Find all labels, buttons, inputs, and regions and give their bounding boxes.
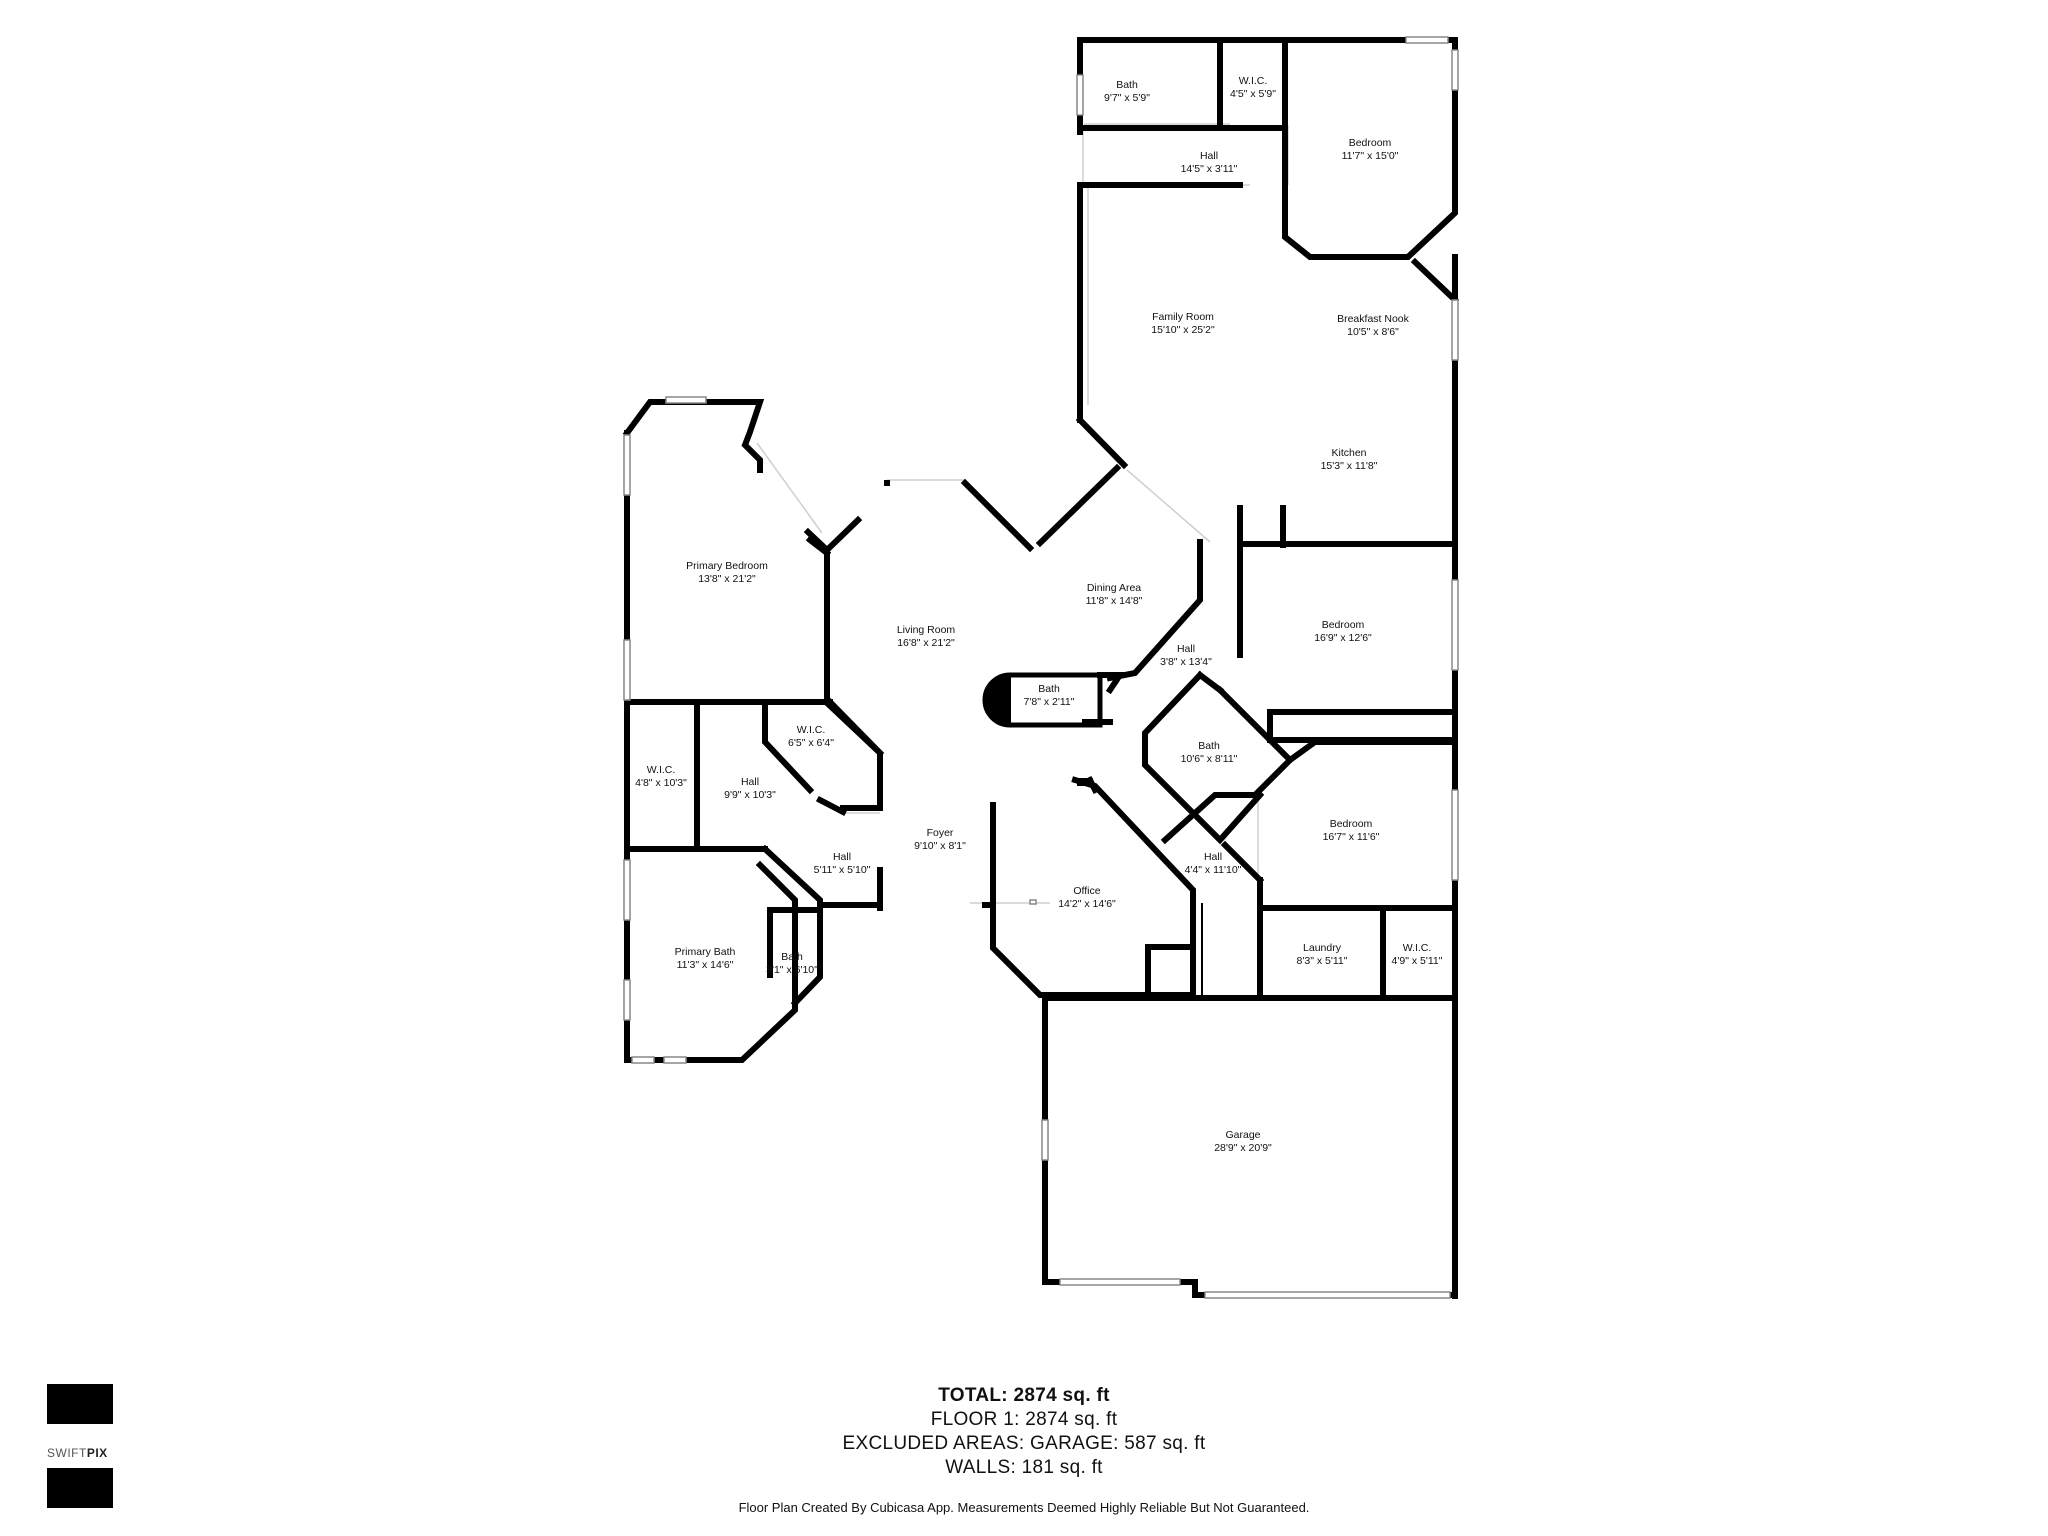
disclaimer-text: Floor Plan Created By Cubicasa App. Meas… xyxy=(738,1500,1310,1515)
logo-brand-bold: PIX xyxy=(86,1446,108,1460)
room-label-bath-small: Bath xyxy=(1038,683,1060,695)
room-dim-family-room: 15'10" x 25'2" xyxy=(1151,324,1215,336)
total-area: TOTAL: 2874 sq. ft xyxy=(938,1385,1110,1406)
room-label-bath-lower: Bath xyxy=(781,951,803,963)
room-label-hall-lower: Hall xyxy=(1204,851,1222,863)
room-label-breakfast-nook: Breakfast Nook xyxy=(1337,313,1410,325)
room-label-laundry: Laundry xyxy=(1303,942,1342,954)
room-label-family-room: Family Room xyxy=(1152,311,1214,323)
walls xyxy=(622,37,1460,1299)
logo-brand-light: SWIFT xyxy=(47,1446,87,1460)
room-label-living-room: Living Room xyxy=(897,624,956,636)
room-dim-primary-bath: 11'3" x 14'6" xyxy=(677,959,734,971)
room-dim-bedroom-upper: 11'7" x 15'0" xyxy=(1342,150,1399,162)
room-dim-hall-left: 9'9" x 10'3" xyxy=(724,789,776,801)
room-dim-bedroom-lower: 16'7" x 11'6" xyxy=(1323,831,1380,843)
room-dim-bath-mid: 10'6" x 8'11" xyxy=(1181,753,1238,765)
room-dim-garage: 28'9" x 20'9" xyxy=(1214,1142,1272,1154)
room-label-hall-foyer: Hall xyxy=(833,851,851,863)
room-label-dining-area: Dining Area xyxy=(1087,582,1141,594)
room-label-kitchen: Kitchen xyxy=(1331,447,1366,459)
room-dim-breakfast-nook: 10'5" x 8'6" xyxy=(1347,326,1399,338)
floor-area: FLOOR 1: 2874 sq. ft xyxy=(930,1409,1118,1430)
room-dim-hall-upper: 14'5" x 3'11" xyxy=(1181,163,1238,175)
windows xyxy=(623,36,1459,1299)
room-label-primary-bath: Primary Bath xyxy=(675,946,736,958)
room-labels: Bath 9'7" x 5'9" W.I.C. 4'5" x 5'9" Bedr… xyxy=(635,75,1443,1154)
room-label-bath-upper: Bath xyxy=(1116,79,1138,91)
room-dim-living-room: 16'8" x 21'2" xyxy=(897,637,955,649)
room-label-wic-mid: W.I.C. xyxy=(797,724,826,736)
room-dim-wic-left: 4'8" x 10'3" xyxy=(635,777,687,789)
room-label-wic-left: W.I.C. xyxy=(647,764,676,776)
room-label-office: Office xyxy=(1073,885,1100,897)
swiftpix-logo: SWIFTPIX xyxy=(47,1384,113,1508)
room-label-primary-bedroom: Primary Bedroom xyxy=(686,560,768,572)
room-label-hall-left: Hall xyxy=(741,776,759,788)
logo-wordmark: SWIFTPIX xyxy=(47,1446,127,1460)
room-label-hall-mid: Hall xyxy=(1177,643,1195,655)
room-dim-hall-foyer: 5'11" x 5'10" xyxy=(814,864,871,876)
room-label-bath-mid: Bath xyxy=(1198,740,1220,752)
walls-area: WALLS: 181 sq. ft xyxy=(945,1457,1103,1478)
logo-block-bottom xyxy=(47,1468,113,1508)
room-label-bedroom-lower: Bedroom xyxy=(1330,818,1373,830)
room-label-wic-lower: W.I.C. xyxy=(1403,942,1432,954)
logo-block-top xyxy=(47,1384,113,1424)
room-dim-laundry: 8'3" x 5'11" xyxy=(1297,955,1348,967)
room-label-wic-upper: W.I.C. xyxy=(1239,75,1268,87)
room-dim-dining-area: 11'8" x 14'8" xyxy=(1086,595,1143,607)
room-label-bedroom-mid: Bedroom xyxy=(1322,619,1365,631)
room-dim-kitchen: 15'3" x 11'8" xyxy=(1321,460,1378,472)
room-dim-hall-lower: 4'4" x 11'10" xyxy=(1185,864,1242,876)
room-dim-office: 14'2" x 14'6" xyxy=(1058,898,1116,910)
room-dim-primary-bedroom: 13'8" x 21'2" xyxy=(698,573,756,585)
room-label-hall-upper: Hall xyxy=(1200,150,1218,162)
room-dim-bath-lower: 3'1" x 6'10" xyxy=(766,964,818,976)
room-label-bedroom-upper: Bedroom xyxy=(1349,137,1392,149)
room-label-foyer: Foyer xyxy=(927,827,954,839)
room-dim-wic-upper: 4'5" x 5'9" xyxy=(1230,88,1276,100)
area-totals: TOTAL: 2874 sq. ft FLOOR 1: 2874 sq. ft … xyxy=(0,1384,2048,1480)
room-dim-bath-upper: 9'7" x 5'9" xyxy=(1104,92,1150,104)
excluded-area: EXCLUDED AREAS: GARAGE: 587 sq. ft xyxy=(842,1433,1206,1454)
room-dim-bedroom-mid: 16'9" x 12'6" xyxy=(1314,632,1372,644)
room-dim-bath-small: 7'8" x 2'11" xyxy=(1024,696,1075,708)
floor-plan: Bath 9'7" x 5'9" W.I.C. 4'5" x 5'9" Bedr… xyxy=(622,36,1460,1299)
room-dim-wic-mid: 6'5" x 6'4" xyxy=(788,737,834,749)
room-dim-wic-lower: 4'9" x 5'11" xyxy=(1392,955,1443,967)
room-dim-hall-mid: 3'8" x 13'4" xyxy=(1160,656,1212,668)
room-dim-foyer: 9'10" x 8'1" xyxy=(914,840,966,852)
room-label-garage: Garage xyxy=(1225,1129,1260,1141)
